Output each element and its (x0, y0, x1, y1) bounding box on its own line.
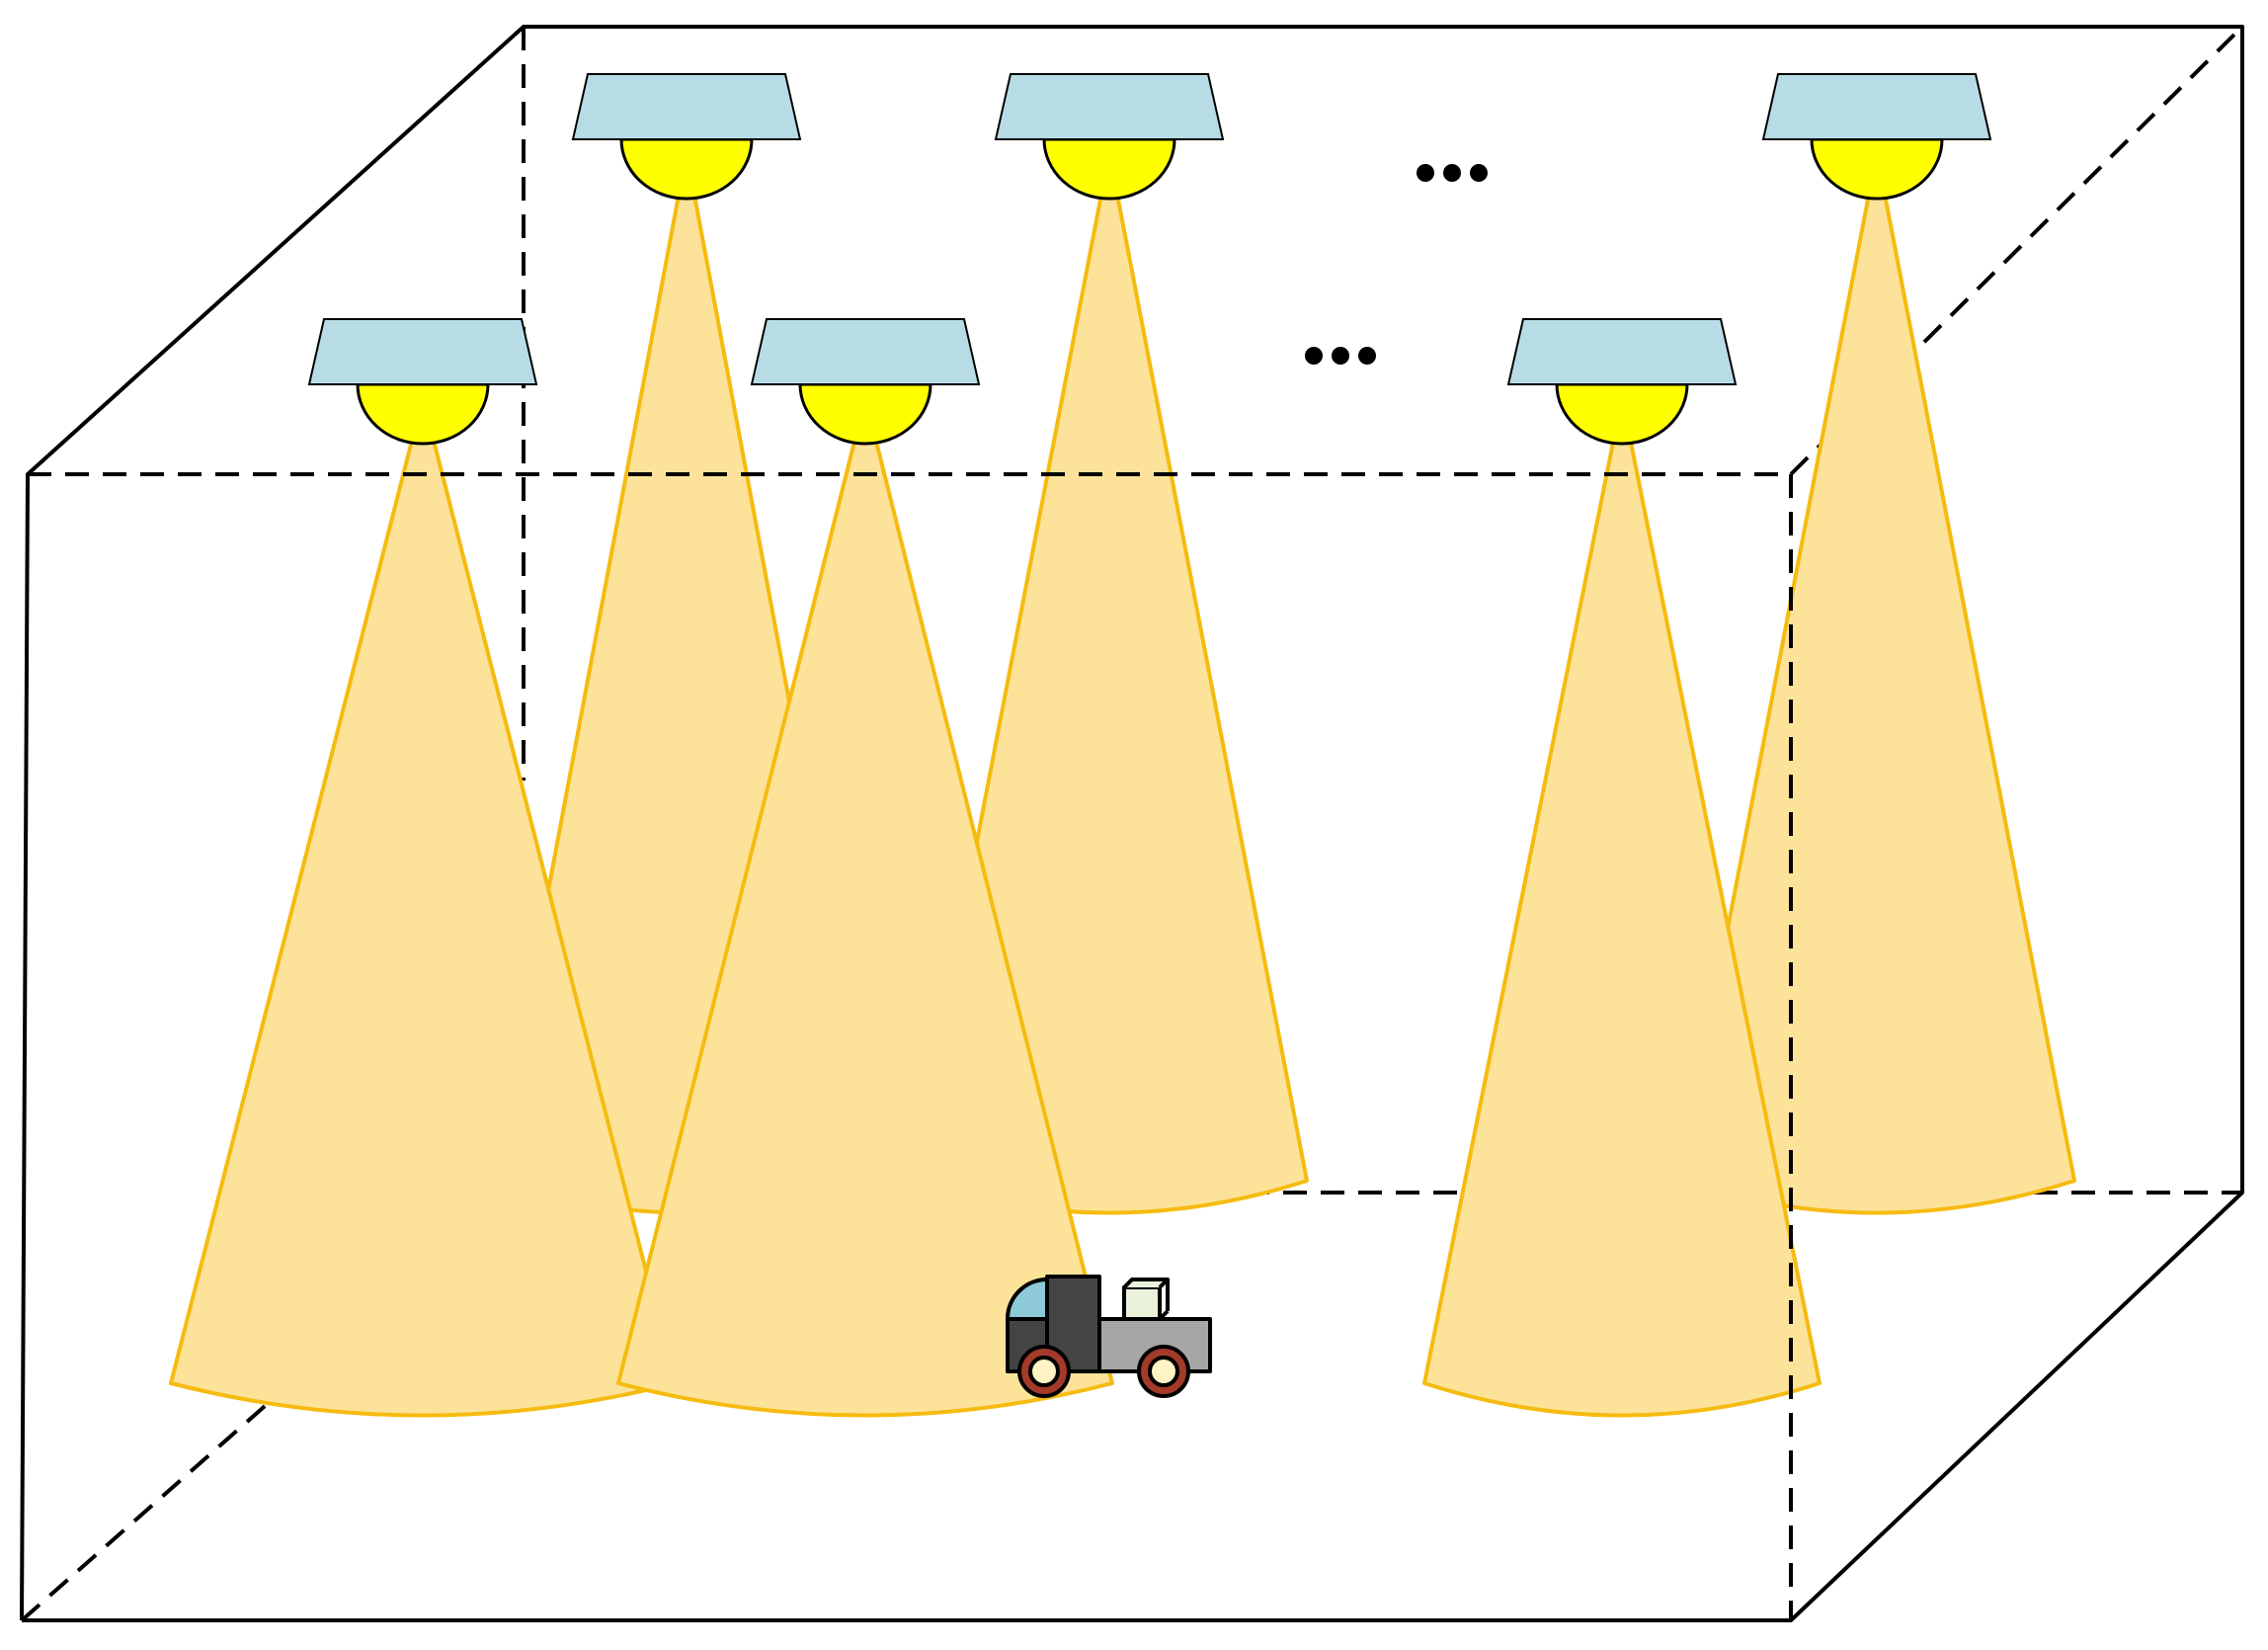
lamp-housing (750, 318, 981, 385)
room-front-edges (28, 472, 1793, 1620)
ceiling-lamp-icon (307, 318, 538, 446)
ceiling-lamp-icon (750, 318, 981, 446)
lamp-bulb (619, 137, 754, 201)
lamp-bulb (1555, 382, 1689, 446)
lamp-bulb (798, 382, 932, 446)
truck-wheel-rear (1137, 1345, 1190, 1398)
ceiling-lamp-icon (1506, 318, 1738, 446)
truck-wheel-front (1017, 1345, 1071, 1398)
lamp-bulb (1810, 137, 1944, 201)
lamp-housing (571, 73, 802, 140)
truck-icon (1006, 1275, 1212, 1398)
floor-depth-edge (20, 1376, 298, 1622)
light-cone (616, 396, 1114, 1418)
ceiling-right-edge (1789, 25, 2244, 476)
more-lights-indicator-back (1417, 164, 1488, 182)
room-outline-left-top (20, 25, 2244, 1622)
light-beams (169, 151, 2076, 1418)
lamp-housing (994, 73, 1225, 140)
lamp-housing (1506, 318, 1738, 385)
room-outline (20, 25, 2244, 1622)
more-lights-indicator-front (1305, 347, 1376, 365)
ceiling-lamp-icon (994, 73, 1225, 201)
lamp-bulb (1042, 137, 1176, 201)
ceiling-lamp-icon (571, 73, 802, 201)
ceiling-lamps (307, 73, 1992, 446)
truck-cargo-box (1122, 1285, 1162, 1321)
ceiling-lamp-icon (1761, 73, 1992, 201)
truck-cargo-box-top (1122, 1278, 1170, 1289)
light-cone (1422, 396, 1822, 1418)
lamp-housing (1761, 73, 1992, 140)
light-cone (169, 396, 677, 1418)
truck-window (1006, 1278, 1049, 1321)
lamp-bulb (356, 382, 490, 446)
lamp-housing (307, 318, 538, 385)
